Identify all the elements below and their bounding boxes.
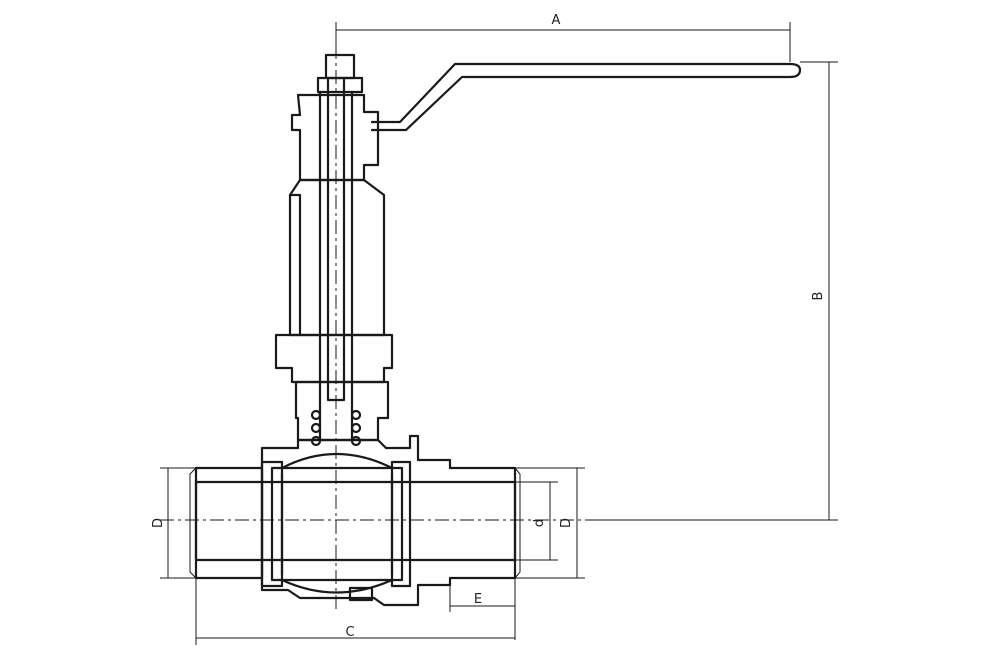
dim-label-c: C	[345, 625, 354, 640]
dim-label-b: B	[811, 292, 826, 301]
stem-extension	[274, 45, 394, 610]
dimension-lines	[160, 22, 838, 645]
dim-label-d-small: d	[532, 519, 547, 527]
handle-lever	[370, 62, 802, 132]
dim-label-e: E	[474, 592, 482, 607]
dim-label-d-left: D	[151, 518, 166, 528]
valve-body	[160, 434, 585, 607]
dim-label-d-right: D	[559, 518, 574, 528]
dim-label-a: A	[552, 13, 561, 28]
